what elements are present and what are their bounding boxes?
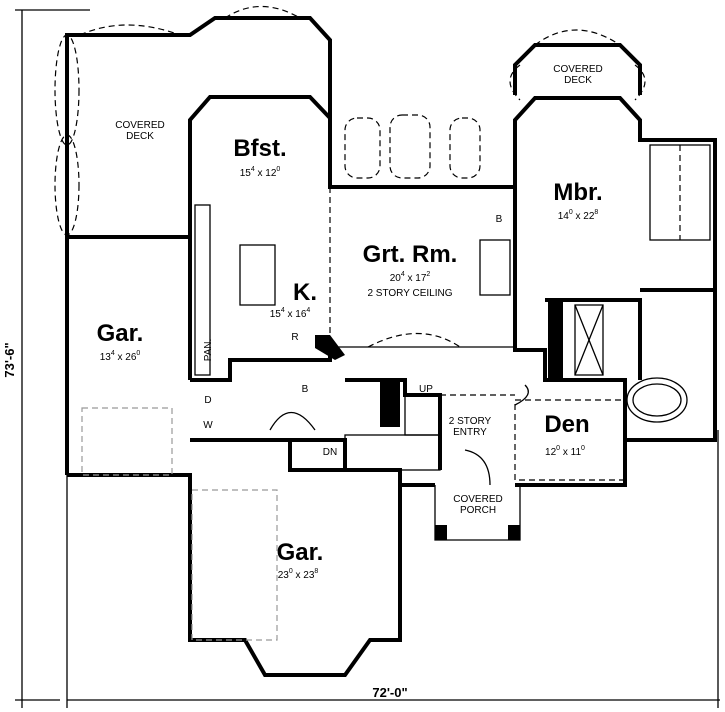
width-dimension: 72'-0": [372, 685, 407, 700]
svg-text:Mbr.: Mbr.: [553, 179, 602, 206]
dashed-elements: [54, 5, 711, 641]
svg-text:Grt. Rm.: Grt. Rm.: [363, 241, 458, 268]
room-great-room: Grt. Rm. 204 x 172 2 STORY CEILING: [363, 241, 458, 299]
dryer-label: D: [204, 395, 211, 406]
bench-label-mudroom: B: [302, 384, 309, 395]
svg-text:Bfst.: Bfst.: [233, 135, 286, 162]
svg-text:204 x 172: 204 x 172: [390, 271, 431, 284]
svg-text:140 x 228: 140 x 228: [558, 209, 599, 222]
stairs-down-label: DN: [323, 447, 337, 458]
svg-text:Den: Den: [544, 411, 589, 438]
svg-text:120 x 110: 120 x 110: [545, 445, 585, 458]
room-breakfast: Bfst. 154 x 120: [233, 135, 286, 179]
pantry-label: PAN.: [203, 339, 214, 362]
depth-dimension: 73'-6": [2, 342, 17, 377]
dimension-lines: [15, 9, 720, 708]
bench-label-greatroom: B: [496, 214, 503, 225]
svg-text:Gar.: Gar.: [97, 320, 144, 347]
stairs-up-label: UP: [419, 384, 433, 395]
room-master-bedroom: Mbr. 140 x 228: [553, 179, 602, 222]
room-den: Den 120 x 110: [544, 411, 589, 458]
svg-text:Gar.: Gar.: [277, 539, 324, 566]
room-main-garage: Gar. 230 x 238: [277, 539, 324, 581]
svg-text:154 x 120: 154 x 120: [240, 166, 281, 179]
room-kitchen: K. 154 x 164: [270, 279, 317, 320]
svg-text:2 STORY CEILING: 2 STORY CEILING: [367, 288, 452, 299]
svg-text:K.: K.: [293, 279, 317, 306]
svg-text:154 x 164: 154 x 164: [270, 307, 311, 320]
covered-porch-structure: [434, 485, 521, 541]
svg-text:134 x 260: 134 x 260: [100, 350, 141, 363]
svg-text:230 x 238: 230 x 238: [278, 568, 319, 581]
room-side-garage: Gar. 134 x 260: [97, 320, 144, 363]
refrigerator-label: R: [291, 332, 298, 343]
washer-label: W: [203, 420, 213, 431]
